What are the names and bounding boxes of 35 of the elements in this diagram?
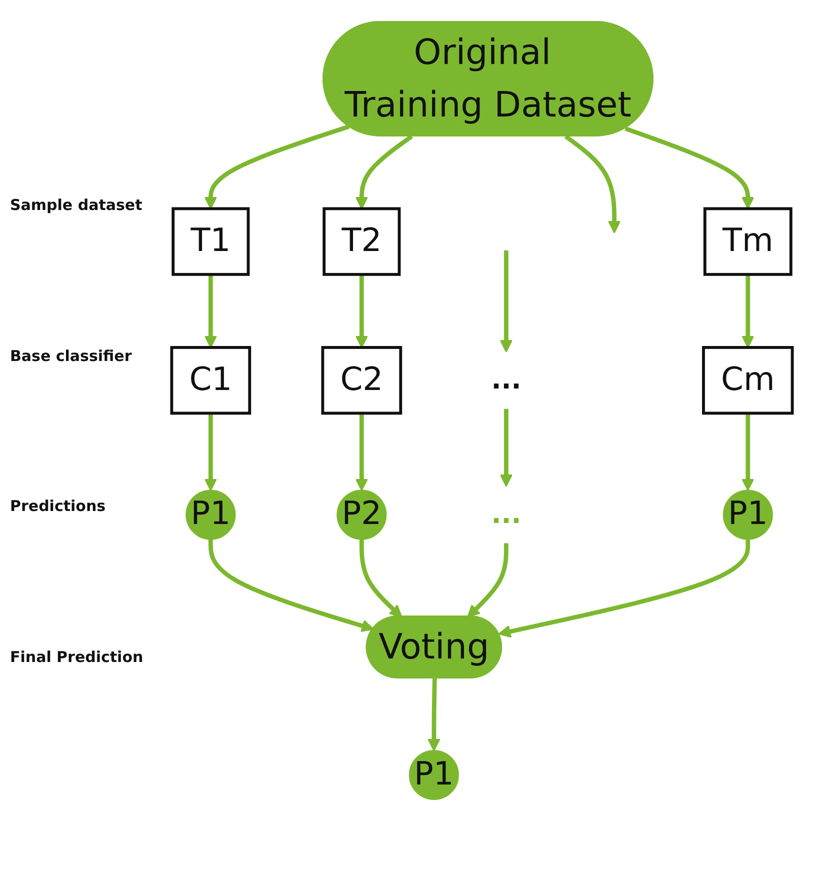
ellipsis-text: ... bbox=[491, 365, 522, 396]
arrow bbox=[204, 124, 350, 210]
arrow bbox=[741, 413, 754, 492]
prediction-circle: P2 bbox=[336, 490, 387, 540]
arrow bbox=[500, 408, 513, 487]
row-label: Sample dataset bbox=[10, 196, 144, 214]
arrow bbox=[355, 134, 414, 210]
row-label: Predictions bbox=[10, 497, 107, 516]
process-box: T1 bbox=[172, 207, 250, 276]
arrow bbox=[204, 413, 218, 492]
process-box: T2 bbox=[322, 207, 401, 276]
arrow bbox=[564, 134, 621, 234]
band-node: Voting bbox=[366, 616, 502, 678]
arrow bbox=[498, 539, 750, 638]
band-node: Original Training Dataset bbox=[322, 20, 654, 136]
prediction-circle: P1 bbox=[722, 490, 773, 540]
arrow bbox=[428, 678, 440, 752]
arrow bbox=[355, 274, 368, 348]
prediction-circle: P1 bbox=[186, 490, 236, 540]
row-label: Final Prediction bbox=[10, 648, 144, 666]
arrow bbox=[467, 543, 508, 618]
arrow bbox=[624, 126, 754, 210]
process-box: C2 bbox=[321, 346, 402, 415]
arrow bbox=[208, 539, 374, 632]
arrow bbox=[500, 250, 513, 352]
prediction-circle: P1 bbox=[408, 750, 459, 800]
arrow bbox=[204, 274, 218, 348]
arrow bbox=[359, 539, 402, 618]
arrow bbox=[741, 274, 754, 348]
process-box: C1 bbox=[170, 346, 252, 415]
ellipsis-text: ... bbox=[491, 499, 522, 530]
row-label: Base classifier bbox=[10, 346, 133, 365]
arrow bbox=[355, 413, 368, 492]
process-box: Tm bbox=[703, 207, 792, 276]
process-box: Cm bbox=[702, 346, 794, 415]
